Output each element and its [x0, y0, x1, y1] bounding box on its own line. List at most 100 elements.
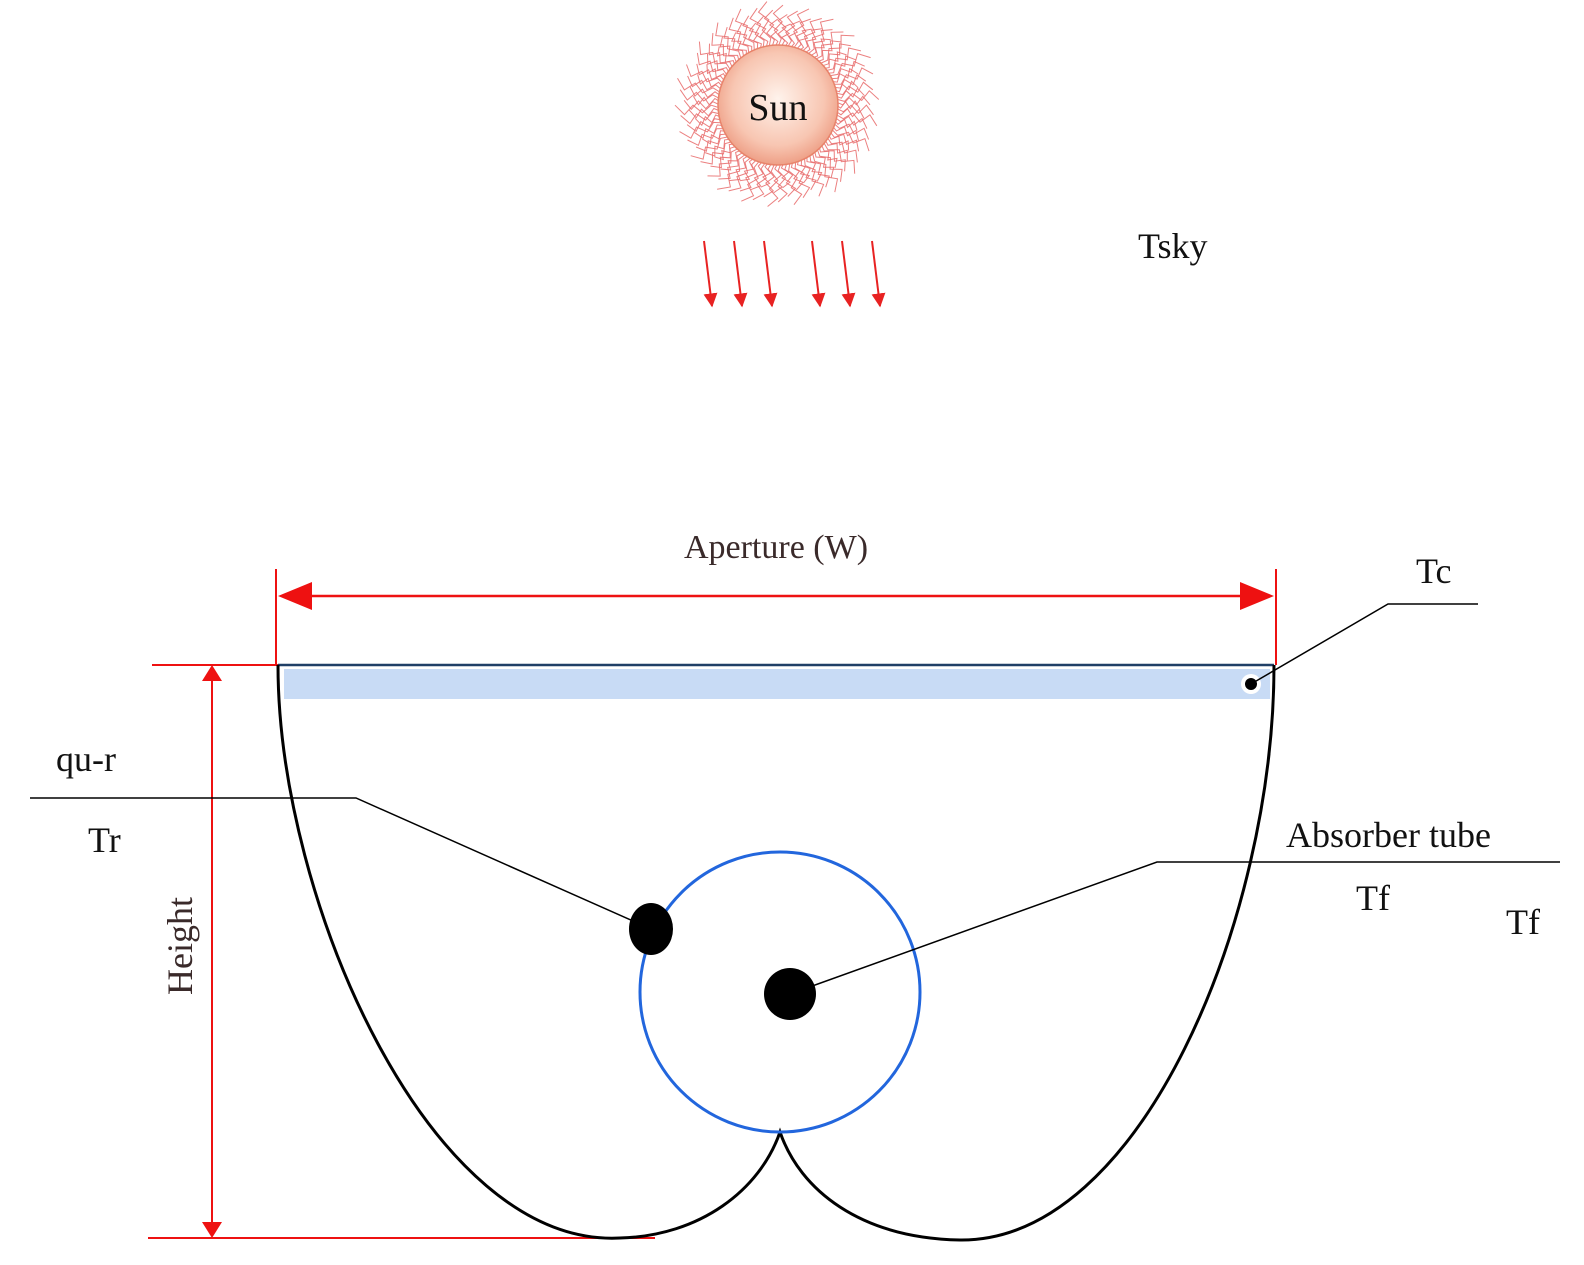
- sun-corona-strand: [695, 133, 728, 152]
- sun-corona-strand: [690, 136, 730, 160]
- sun-corona-strand: [806, 18, 834, 56]
- heat-flux-label: qu-r: [56, 739, 116, 779]
- sun-corona-strand: [780, 23, 791, 48]
- sun-corona-strand: [809, 153, 830, 188]
- sun-corona-strand: [698, 41, 732, 72]
- sun-corona-strand: [763, 162, 775, 198]
- height-bottom-arrowhead: [202, 1222, 222, 1238]
- sun-corona-strand: [835, 90, 880, 102]
- sun-corona-strand: [835, 95, 871, 106]
- solar-rays: [703, 240, 886, 308]
- sun-corona-strand: [834, 81, 874, 96]
- sun-corona-strand: [833, 80, 859, 93]
- sun-corona-strand: [729, 154, 750, 182]
- receiver-temperature-label: Tr: [88, 820, 121, 860]
- sun-corona-strand: [674, 104, 721, 116]
- sun-corona-strand: [696, 52, 729, 77]
- sun-label: Sun: [748, 87, 807, 129]
- sun-corona-strand: [796, 158, 811, 184]
- sun-corona-strand: [833, 74, 867, 89]
- sun-corona-strand: [792, 8, 810, 50]
- sun-corona-strand: [728, 156, 753, 192]
- sun-corona-strand: [784, 162, 797, 197]
- solar-ray-arrow: [811, 240, 826, 308]
- solar-ray-arrow: [733, 240, 748, 308]
- sun-corona-strand: [823, 51, 847, 69]
- sun-corona-strand: [696, 63, 726, 82]
- sun-corona: [674, 1, 880, 207]
- height-dimension: [148, 664, 655, 1239]
- sun-corona-strand: [820, 43, 851, 67]
- sun-corona-strand: [827, 133, 850, 151]
- sun-corona-strand: [816, 147, 843, 182]
- sun-corona-strand: [794, 160, 811, 198]
- sun-corona-strand: [707, 53, 730, 74]
- sun-corona-strand: [714, 143, 735, 161]
- sun-corona-strand: [833, 118, 858, 131]
- sun-corona-strand: [822, 141, 856, 174]
- aperture-right-arrowhead: [1240, 582, 1274, 610]
- aperture-label: Aperture (W): [684, 529, 868, 566]
- sun-corona-strand: [834, 115, 868, 129]
- sun-corona-strand: [824, 138, 848, 161]
- sun-corona-strand: [767, 162, 779, 207]
- sun-disc: [717, 44, 839, 166]
- sun-corona-strand: [680, 111, 721, 125]
- sun-corona-strand: [832, 67, 874, 85]
- sun-corona-strand: [688, 107, 721, 119]
- solar-ray-arrow: [841, 240, 856, 308]
- sun-corona-strand: [832, 122, 870, 140]
- sun-corona-strand: [742, 15, 759, 51]
- sun-corona-strand: [798, 28, 812, 52]
- sun-corona-strand: [826, 136, 858, 163]
- sun-corona-strand: [736, 23, 753, 54]
- sun-corona-strand: [719, 36, 740, 63]
- sun-corona-strand: [755, 15, 769, 49]
- sun-corona-strand: [804, 28, 822, 54]
- sun-corona-strand: [704, 138, 732, 157]
- sun-corona-strand: [697, 74, 724, 88]
- sun-corona-strand: [711, 33, 738, 65]
- sun-corona-strand: [734, 8, 755, 53]
- sun-corona-strand: [708, 43, 734, 69]
- sun-corona-strand: [739, 158, 758, 192]
- sun-corona-strand: [800, 157, 817, 191]
- sun-corona-strand: [683, 99, 721, 111]
- sun-corona-strand: [803, 156, 825, 197]
- sun-corona-strand: [811, 38, 831, 59]
- sun-corona-strand: [750, 160, 764, 191]
- sun-corona-strand: [788, 20, 801, 49]
- sun-corona-strand: [788, 161, 803, 205]
- sun-corona-strand: [707, 147, 740, 177]
- sun-corona-strand: [829, 130, 860, 152]
- sun-corona-strand: [748, 22, 762, 50]
- sun-corona-strand: [806, 155, 823, 182]
- sun-corona-strand: [811, 151, 839, 193]
- sun-corona-strand: [716, 46, 736, 67]
- sun-corona-strand: [790, 160, 804, 191]
- sun-corona-strand: [710, 145, 738, 169]
- sun-corona-strand: [835, 112, 878, 127]
- sun-corona-strand: [700, 141, 734, 165]
- sun-corona-strand: [777, 14, 788, 48]
- sun-corona-strand: [780, 162, 791, 189]
- aperture-dimension: [275, 569, 1277, 665]
- sun-corona-strand: [818, 145, 838, 169]
- sun-corona-strand: [715, 22, 742, 61]
- fluid-temperature-label-2: Tf: [1506, 902, 1540, 942]
- fluid-temperature-label-1: Tf: [1356, 878, 1390, 918]
- sun-corona-strand: [723, 26, 745, 59]
- sun-corona-strand: [706, 64, 727, 79]
- sun-corona-strand: [752, 161, 767, 201]
- sun-corona-strand: [692, 96, 721, 106]
- sun-corona-strand: [831, 125, 859, 141]
- sun-corona-strand: [835, 108, 865, 119]
- sun-corona-strand: [816, 40, 841, 63]
- sun-corona-strand: [772, 4, 784, 48]
- solar-ray-arrow: [871, 240, 886, 308]
- sun-corona-strand: [835, 100, 861, 110]
- sun-corona-strand: [829, 60, 865, 80]
- sun-corona-strand: [760, 161, 772, 188]
- sun-corona-strand: [818, 34, 855, 65]
